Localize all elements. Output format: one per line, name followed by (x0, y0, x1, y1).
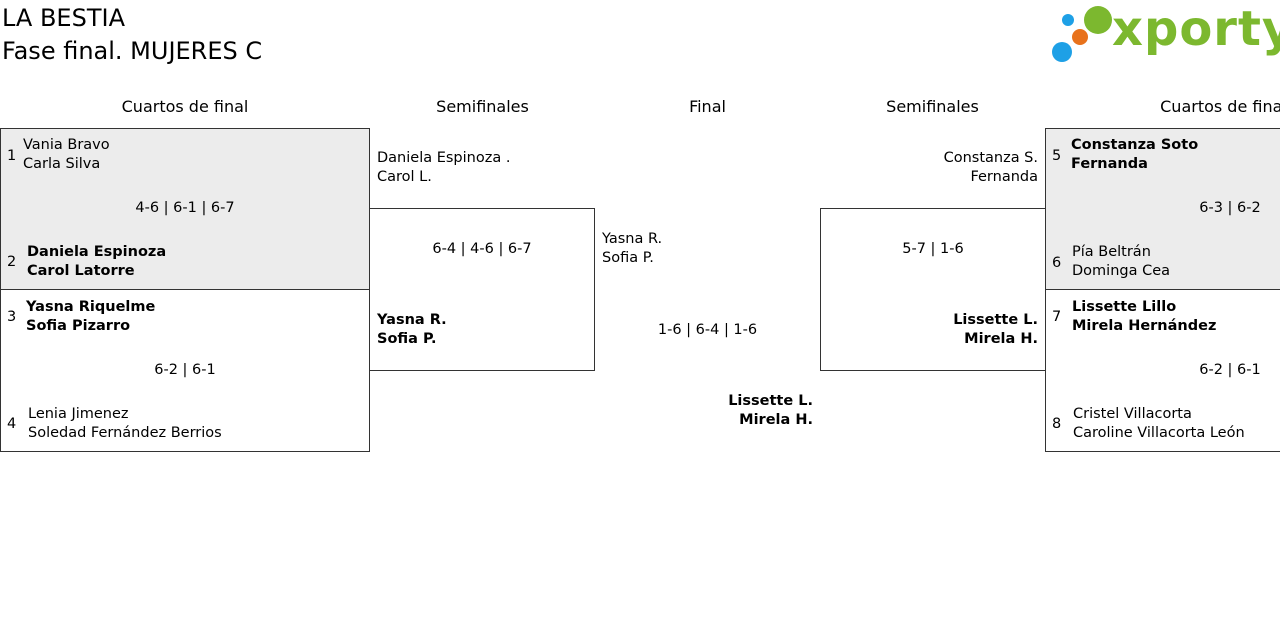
player-name: Lenia Jimenez (28, 406, 129, 422)
team-pair-champion: Lissette L. Mirela H. (612, 392, 813, 430)
player-name: Cristel Villacorta (1073, 406, 1192, 422)
column-header-qf-right: Cuartos de final (1160, 97, 1280, 116)
match-score: 6-4 | 4-6 | 6-7 (432, 241, 532, 257)
logo-dot-blue-large-icon (1052, 42, 1072, 62)
team-pair: Yasna R. Sofia P. (602, 230, 662, 268)
player-name: Yasna Riquelme (26, 299, 156, 315)
logo-dot-blue-small-icon (1062, 14, 1074, 26)
qf-right-match-2 (1045, 289, 1280, 452)
team-pair: Daniela Espinoza . Carol L. (377, 149, 510, 187)
player-name: Dominga Cea (1072, 263, 1171, 279)
team-pair-winner: Constanza Soto Fernanda (1071, 136, 1198, 174)
player-name: Mirela Hernández (1072, 318, 1217, 334)
column-header-sf-right: Semifinales (886, 97, 979, 116)
category-subtitle: Fase final. MUJERES C (2, 37, 263, 65)
player-name: Mirela H. (964, 331, 1038, 347)
seed-number: 5 (1052, 148, 1062, 164)
team-pair-winner: Yasna Riquelme Sofia Pizarro (26, 298, 155, 336)
qf-left-match-1 (0, 128, 370, 290)
player-name: Yasna R. (377, 312, 447, 328)
player-name: Carol L. (377, 169, 432, 185)
team-pair-winner: Daniela Espinoza Carol Latorre (27, 243, 166, 281)
player-name: Lissette Lillo (1072, 299, 1177, 315)
team-pair: Vania Bravo Carla Silva (23, 136, 110, 174)
logo-dot-orange-icon (1072, 29, 1088, 45)
column-header-final: Final (689, 97, 726, 116)
player-name: Pía Beltrán (1072, 244, 1151, 260)
player-name: Sofia Pizarro (26, 318, 131, 334)
team-pair-winner: Yasna R. Sofia P. (377, 311, 447, 349)
seed-number: 2 (7, 254, 17, 270)
team-pair: Lenia Jimenez Soledad Fernández Berrios (28, 405, 222, 443)
team-pair: Pía Beltrán Dominga Cea (1072, 243, 1170, 281)
match-score: 6-2 | 6-1 (1199, 362, 1261, 378)
match-score: 4-6 | 6-1 | 6-7 (135, 200, 235, 216)
player-name: Fernanda (1071, 156, 1148, 172)
player-name: Daniela Espinoza . (377, 150, 511, 166)
player-name: Mirela H. (739, 412, 813, 428)
team-pair: Cristel Villacorta Caroline Villacorta L… (1073, 405, 1245, 443)
player-name: Caroline Villacorta León (1073, 425, 1245, 441)
match-score: 6-2 | 6-1 (154, 362, 216, 378)
column-header-qf-left: Cuartos de final (121, 97, 249, 116)
column-header-sf-left: Semifinales (436, 97, 529, 116)
match-score: 5-7 | 1-6 (902, 241, 964, 257)
player-name: Constanza Soto (1071, 137, 1199, 153)
qf-right-match-1 (1045, 128, 1280, 290)
final-score: 1-6 | 6-4 | 1-6 (657, 322, 758, 338)
tournament-title: LA BESTIA (2, 4, 125, 32)
player-name: Yasna R. (602, 231, 663, 247)
player-name: Daniela Espinoza (27, 244, 167, 260)
player-name: Constanza S. (943, 150, 1038, 166)
seed-number: 1 (7, 148, 17, 164)
match-score: 6-3 | 6-2 (1199, 200, 1261, 216)
team-pair-winner: Lissette L. Mirela H. (828, 311, 1038, 349)
sf-left-match (369, 208, 595, 371)
player-name: Lissette L. (953, 312, 1038, 328)
team-pair-winner: Lissette Lillo Mirela Hernández (1072, 298, 1216, 336)
logo-wordmark: xporty (1112, 1, 1280, 57)
logo-dot-green-icon (1084, 6, 1112, 34)
player-name: Fernanda (970, 169, 1038, 185)
player-name: Carol Latorre (27, 263, 135, 279)
xporty-logo: xporty (1050, 1, 1280, 66)
player-name: Sofia P. (602, 250, 654, 266)
player-name: Carla Silva (23, 156, 101, 172)
player-name: Sofia P. (377, 331, 437, 347)
seed-number: 8 (1052, 416, 1062, 432)
player-name: Soledad Fernández Berrios (28, 425, 222, 441)
seed-number: 6 (1052, 255, 1062, 271)
player-name: Vania Bravo (23, 137, 110, 153)
seed-number: 7 (1052, 309, 1062, 325)
player-name: Lissette L. (728, 393, 813, 409)
seed-number: 4 (7, 416, 17, 432)
seed-number: 3 (7, 309, 17, 325)
team-pair: Constanza S. Fernanda (828, 149, 1038, 187)
